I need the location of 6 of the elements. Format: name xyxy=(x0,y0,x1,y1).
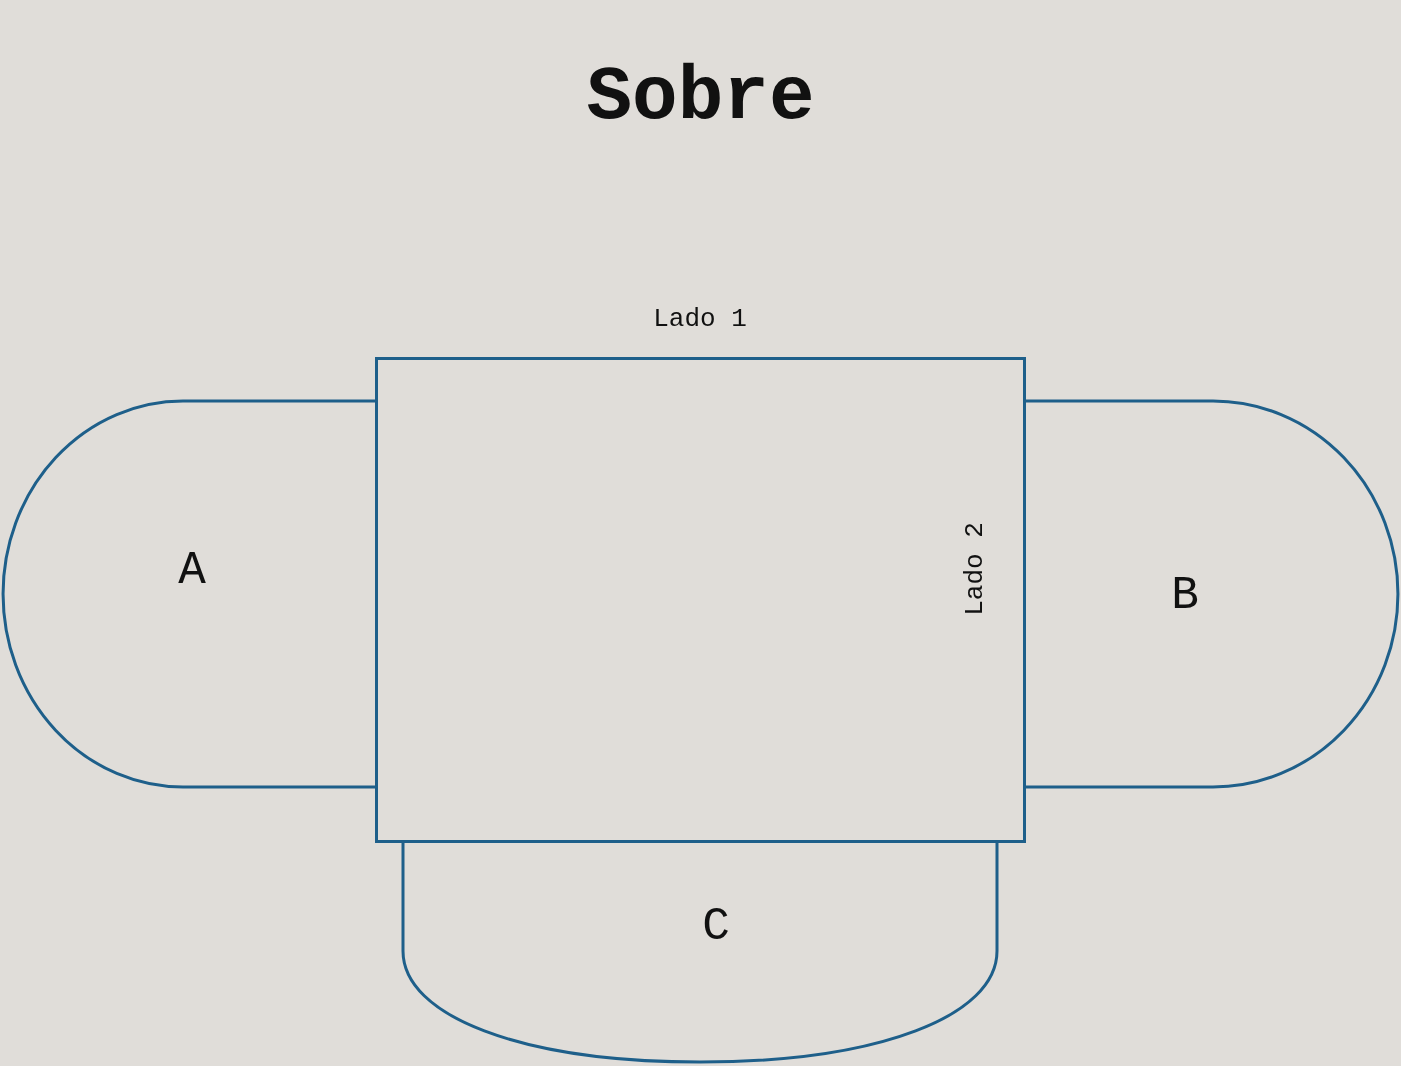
side-label: Lado 1 xyxy=(653,306,747,332)
title: Sobre xyxy=(585,55,816,141)
side-label: Lado 2 xyxy=(962,522,988,616)
flap-label: A xyxy=(178,548,206,594)
flap-label: C xyxy=(702,904,730,950)
flap-label: B xyxy=(1171,573,1199,619)
